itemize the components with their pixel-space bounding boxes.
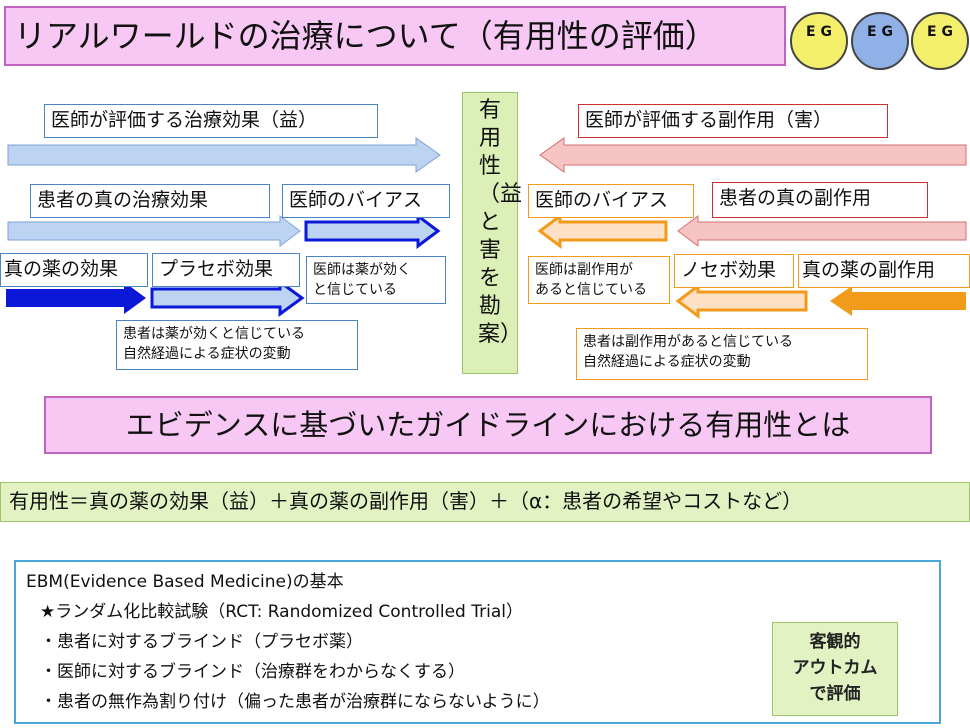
logo-face-2: E G: [851, 12, 909, 70]
arrow-patient-true-effect: [7, 215, 301, 247]
patient-note-right: 患者は副作用があると信じている 自然経過による症状の変動: [576, 328, 868, 380]
doctor-effect-label: 医師が評価する治療効果（益）: [44, 104, 378, 138]
true-drug-side-effect-label: 真の薬の副作用: [798, 254, 970, 288]
doctor-bias-right-label: 医師のバイアス: [528, 184, 694, 218]
arrow-nocebo-effect: [675, 283, 808, 319]
utility-formula: 有用性＝真の薬の効果（益）＋真の薬の副作用（害）＋（α：患者の希望やコストなど）: [0, 482, 970, 522]
doctor-belief-left-line1: 医師は薬が効く: [313, 262, 411, 278]
logo-face-1: E G: [790, 12, 848, 70]
utility-vertical-text: 有用性（益と害を勘案）: [478, 98, 523, 347]
outcome-line1: 客観的: [809, 632, 861, 652]
ebm-item: ・患者の無作為割り付け（偏った患者が治療群にならないように）: [40, 692, 550, 712]
doctor-belief-note-right: 医師は副作用が あると信じている: [528, 256, 670, 304]
arrow-true-drug-side-effect: [830, 286, 966, 316]
ebm-heading: EBM(Evidence Based Medicine)の基本: [26, 572, 344, 592]
arrow-true-drug-effect: [6, 282, 146, 314]
patient-true-effect-label: 患者の真の治療効果: [30, 184, 270, 218]
arrow-doctor-bias-left: [304, 213, 441, 249]
ebm-item: ・医師に対するブラインド（治療群をわからなくする）: [40, 662, 465, 682]
doctor-belief-left-line2: と信じている: [313, 282, 397, 298]
patient-note-left: 患者は薬が効くと信じている 自然経過による症状の変動: [116, 320, 358, 370]
doctor-bias-left-label: 医師のバイアス: [282, 184, 450, 218]
arrow-doctor-effect: [7, 137, 441, 173]
patient-true-side-effect-label: 患者の真の副作用: [712, 182, 928, 218]
arrow-placebo-effect: [150, 279, 305, 317]
logo-face-3-text: E G: [927, 24, 953, 40]
objective-outcome-box: 客観的 アウトカム で評価: [772, 622, 898, 716]
patient-note-left-line1: 患者は薬が効くと信じている: [123, 326, 305, 342]
doctor-belief-right-line1: 医師は副作用が: [535, 262, 633, 278]
logo-face-1-text: E G: [806, 24, 832, 40]
logo-face-2-text: E G: [867, 24, 893, 40]
utility-vertical-box: 有用性（益と害を勘案）: [462, 92, 523, 374]
placebo-effect-label: プラセボ効果: [152, 253, 300, 287]
doctor-side-effect-label: 医師が評価する副作用（害）: [578, 104, 888, 138]
logo-face-3: E G: [911, 12, 969, 70]
evidence-heading: エビデンスに基づいたガイドラインにおける有用性とは: [44, 396, 932, 454]
patient-note-right-line1: 患者は副作用があると信じている: [583, 334, 793, 350]
true-drug-effect-label: 真の薬の効果: [0, 253, 148, 287]
nocebo-effect-label: ノセボ効果: [674, 254, 794, 288]
arrow-doctor-bias-right: [537, 213, 668, 249]
outcome-line3: で評価: [809, 684, 861, 704]
patient-note-right-line2: 自然経過による症状の変動: [583, 354, 751, 370]
ebm-item: ・患者に対するブラインド（プラセボ薬）: [40, 632, 363, 652]
ebm-item: ★ランダム化比較試験（RCT: Randomized Controlled Tr…: [40, 602, 523, 622]
doctor-belief-right-line2: あると信じている: [535, 282, 647, 298]
page-title: リアルワールドの治療について（有用性の評価）: [4, 6, 786, 66]
doctor-belief-note-left: 医師は薬が効く と信じている: [306, 256, 446, 304]
outcome-line2: アウトカム: [792, 658, 878, 678]
patient-note-left-line2: 自然経過による症状の変動: [123, 346, 291, 362]
arrow-doctor-side-effect: [539, 137, 967, 173]
arrow-patient-true-side-effect: [677, 215, 967, 247]
